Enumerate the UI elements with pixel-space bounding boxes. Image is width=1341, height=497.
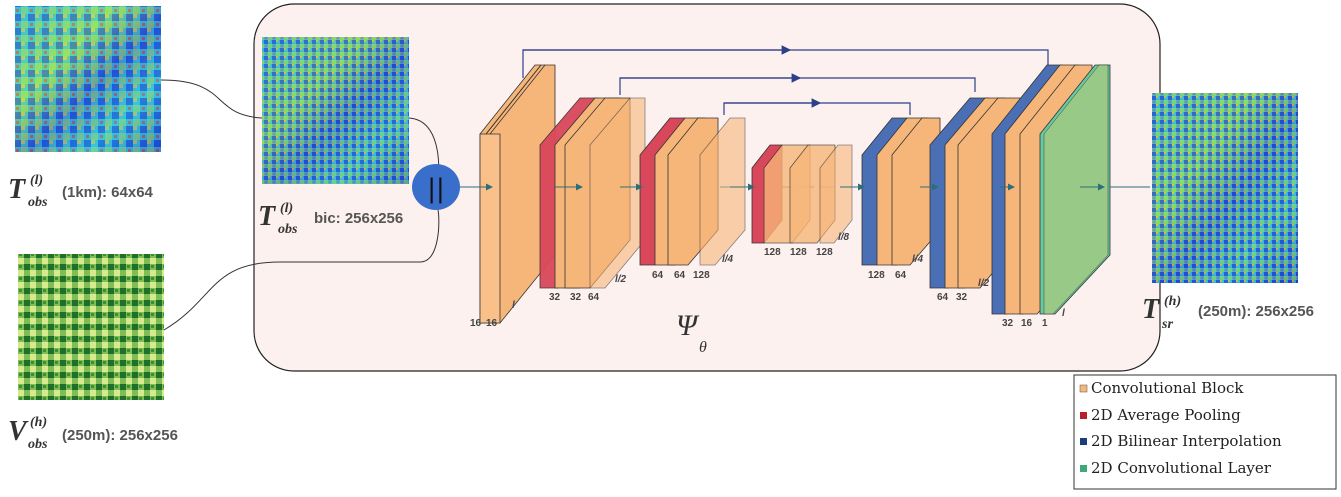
svg-text:32: 32 <box>570 292 582 303</box>
legend-item-bilinear: 2D Bilinear Interpolation <box>1080 432 1282 450</box>
label-t-sr: T (h) sr (250m): 256x256 <box>1142 294 1314 332</box>
input-image-v-obs <box>18 254 164 400</box>
decoder-block-3: 128 64 l/4 <box>861 117 941 281</box>
network-symbol-psi-theta: Ψ θ <box>676 309 707 356</box>
svg-text:l: l <box>512 300 515 311</box>
input-image-t-bic <box>262 37 409 184</box>
svg-text:(h): (h) <box>1164 294 1181 309</box>
svg-text:V: V <box>8 416 29 447</box>
svg-text:2D Bilinear Interpolation: 2D Bilinear Interpolation <box>1091 432 1282 450</box>
svg-text:sr: sr <box>1161 317 1173 332</box>
svg-text:θ: θ <box>699 339 707 356</box>
connector-t-obs <box>160 79 263 119</box>
svg-text:2D Convolutional Layer: 2D Convolutional Layer <box>1091 459 1272 477</box>
svg-text:(1km): 64x64: (1km): 64x64 <box>62 184 154 201</box>
legend-item-conv-block: Convolutional Block <box>1079 379 1244 397</box>
svg-text:T: T <box>258 201 277 232</box>
svg-text:16: 16 <box>1021 318 1033 329</box>
svg-text:64: 64 <box>937 292 949 303</box>
svg-text:Ψ: Ψ <box>676 309 700 342</box>
svg-text:128: 128 <box>816 247 833 258</box>
svg-text:(250m): 256x256: (250m): 256x256 <box>1198 303 1314 320</box>
legend-item-avg-pool: 2D Average Pooling <box>1080 406 1241 424</box>
encoder-block-2: 32 32 64 l/2 <box>539 97 646 303</box>
skip-connections <box>522 45 1049 115</box>
svg-text:(h): (h) <box>30 415 47 430</box>
svg-text:128: 128 <box>764 247 781 258</box>
svg-text:(l): (l) <box>30 173 43 188</box>
svg-text:64: 64 <box>895 270 907 281</box>
svg-text:T: T <box>8 174 27 205</box>
svg-text:l/4: l/4 <box>912 254 924 265</box>
svg-text:32: 32 <box>1002 318 1014 329</box>
svg-text:obs: obs <box>28 437 48 452</box>
encoder-block-1: 16 16 l <box>470 64 556 329</box>
svg-text:64: 64 <box>674 270 686 281</box>
svg-text:32: 32 <box>549 292 561 303</box>
svg-text:l: l <box>1062 308 1065 319</box>
label-v-obs: V (h) obs (250m): 256x256 <box>8 415 178 452</box>
input-image-t-obs <box>15 6 161 152</box>
svg-text:l/8: l/8 <box>838 232 850 243</box>
connector-v-obs <box>163 209 440 331</box>
svg-text:16: 16 <box>486 318 498 329</box>
svg-text:T: T <box>1142 294 1161 325</box>
svg-text:64: 64 <box>588 292 600 303</box>
svg-text:1: 1 <box>1042 318 1048 329</box>
svg-text:(l): (l) <box>280 201 293 216</box>
svg-text:2D Average Pooling: 2D Average Pooling <box>1091 406 1241 424</box>
svg-text:obs: obs <box>278 222 298 237</box>
svg-text:||: || <box>427 174 445 204</box>
concat-node: || <box>412 164 460 210</box>
svg-text:l/4: l/4 <box>722 254 734 265</box>
svg-text:128: 128 <box>868 270 885 281</box>
output-image-t-sr <box>1152 93 1298 283</box>
legend-item-conv-layer: 2D Convolutional Layer <box>1080 459 1272 477</box>
label-t-bic: T (l) obs bic: 256x256 <box>258 201 403 237</box>
label-t-obs: T (l) obs (1km): 64x64 <box>8 173 154 210</box>
svg-text:l/2: l/2 <box>978 278 990 289</box>
svg-text:16: 16 <box>470 318 482 329</box>
svg-text:Convolutional Block: Convolutional Block <box>1091 379 1244 397</box>
svg-text:32: 32 <box>956 292 968 303</box>
encoder-block-3: 64 64 128 l/4 <box>639 117 746 281</box>
legend: Convolutional Block 2D Average Pooling 2… <box>1073 374 1337 490</box>
svg-text:bic: 256x256: bic: 256x256 <box>314 210 403 227</box>
svg-text:(250m): 256x256: (250m): 256x256 <box>62 427 178 444</box>
svg-text:obs: obs <box>28 195 48 210</box>
svg-text:128: 128 <box>790 247 807 258</box>
decoder-block-1: 32 16 1 l <box>991 64 1111 329</box>
bottleneck-block: 128 128 128 l/8 <box>751 144 853 258</box>
svg-text:l/2: l/2 <box>615 274 627 285</box>
svg-text:128: 128 <box>693 270 710 281</box>
svg-text:64: 64 <box>652 270 664 281</box>
